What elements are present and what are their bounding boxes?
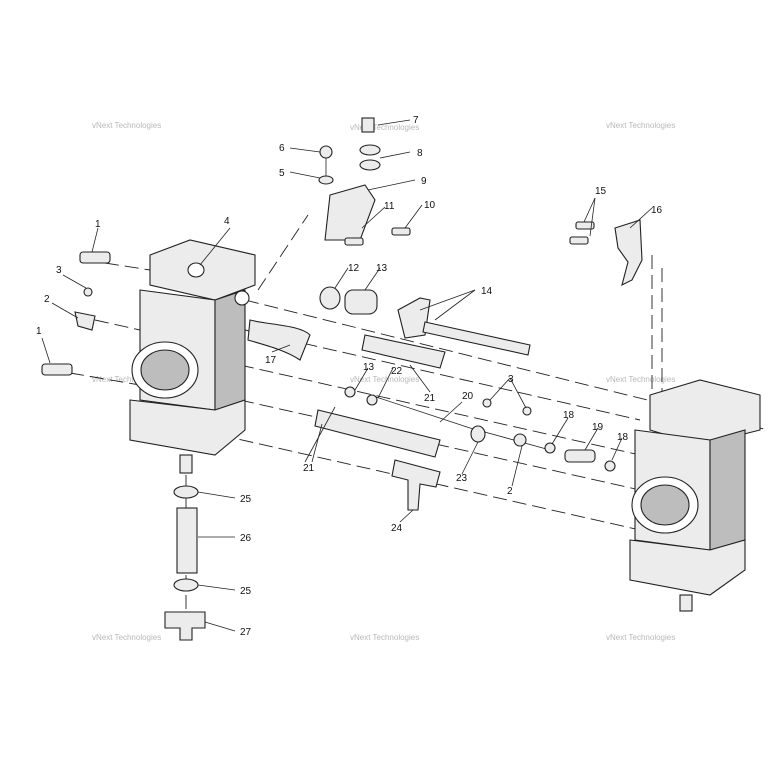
callout-3: 3 xyxy=(56,265,62,276)
callout-25: 25 xyxy=(240,586,252,597)
callout-23: 23 xyxy=(456,473,468,484)
callout-9: 9 xyxy=(421,176,427,187)
right-carburetor-body xyxy=(629,379,761,612)
callout-2: 2 xyxy=(507,486,513,497)
right-bracket-parts xyxy=(569,219,643,287)
callout-27: 27 xyxy=(240,627,252,638)
callout-16: 16 xyxy=(651,205,663,216)
left-carburetor-body xyxy=(129,239,311,474)
shafts-and-tubes xyxy=(314,334,616,511)
watermarks: vNext Technologies vNext Technologies vN… xyxy=(92,121,675,642)
callout-1: 1 xyxy=(95,219,101,230)
callout-4: 4 xyxy=(224,216,230,227)
callout-13: 13 xyxy=(376,263,388,274)
watermark: vNext Technologies xyxy=(350,633,419,642)
screws-left xyxy=(41,251,111,376)
callout-5: 5 xyxy=(279,168,285,179)
callout-11: 11 xyxy=(384,201,395,212)
callout-2: 2 xyxy=(44,294,50,305)
callout-24: 24 xyxy=(391,523,403,534)
fuel-hose-parts xyxy=(164,485,206,641)
callout-15: 15 xyxy=(595,186,607,197)
watermark: vNext Technologies xyxy=(92,633,161,642)
watermark: vNext Technologies xyxy=(92,375,161,384)
watermark: vNext Technologies xyxy=(350,375,419,384)
callout-12: 12 xyxy=(348,263,360,274)
callout-21: 21 xyxy=(303,463,315,474)
leader-lines xyxy=(41,119,653,632)
callout-18: 18 xyxy=(617,432,629,443)
callout-14: 14 xyxy=(481,286,493,297)
callout-18: 18 xyxy=(563,410,575,421)
watermark: vNext Technologies xyxy=(606,121,675,130)
watermark: vNext Technologies xyxy=(606,633,675,642)
throttle-linkage-parts xyxy=(318,117,531,356)
callout-20: 20 xyxy=(462,391,474,402)
watermark: vNext Technologies xyxy=(606,375,675,384)
watermark: vNext Technologies xyxy=(350,123,419,132)
callout-labels: 1 1 2 2 3 3 4 5 6 7 8 9 10 11 12 13 13 1… xyxy=(36,115,663,638)
callout-10: 10 xyxy=(424,200,436,211)
callout-21: 21 xyxy=(424,393,436,404)
callout-7: 7 xyxy=(413,115,419,126)
watermark: vNext Technologies xyxy=(92,121,161,130)
callout-6: 6 xyxy=(279,143,285,154)
callout-22: 22 xyxy=(391,366,403,377)
callout-8: 8 xyxy=(417,148,423,159)
callout-17: 17 xyxy=(265,355,277,366)
callout-25: 25 xyxy=(240,494,252,505)
callout-19: 19 xyxy=(592,422,604,433)
callout-1: 1 xyxy=(36,326,42,337)
callout-13: 13 xyxy=(363,362,375,373)
callout-3: 3 xyxy=(508,374,514,385)
callout-26: 26 xyxy=(240,533,252,544)
